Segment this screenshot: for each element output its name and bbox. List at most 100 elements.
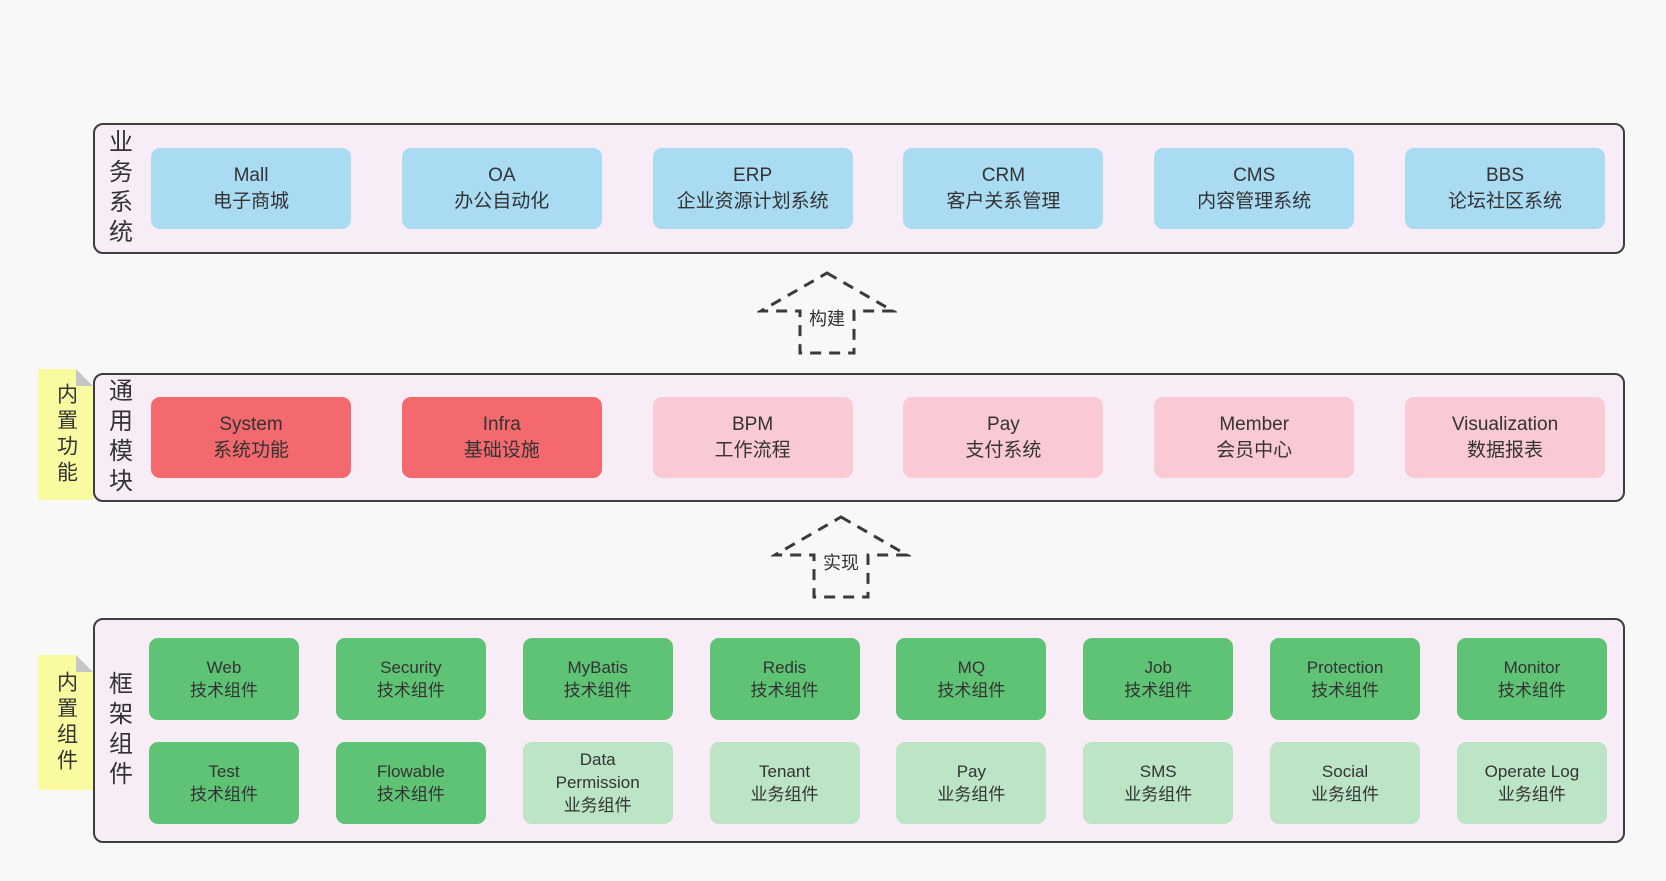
box-subtitle: 办公自动化 — [454, 190, 550, 212]
component-row-1: Web 技术组件 Security 技术组件 MyBatis 技术组件 Redi… — [141, 637, 1623, 720]
box-title: Mall — [233, 164, 269, 186]
box-subtitle: 技术组件 — [1497, 680, 1566, 700]
box-monitor: Monitor 技术组件 — [1456, 637, 1607, 720]
box-subtitle: 企业资源计划系统 — [676, 190, 829, 212]
box-bpm: BPM 工作流程 — [652, 397, 853, 478]
box-subtitle: 会员中心 — [1216, 439, 1293, 461]
box-subtitle: 技术组件 — [1311, 680, 1380, 700]
box-subtitle: 技术组件 — [937, 680, 1006, 700]
box-title: BPM — [732, 413, 774, 435]
box-title: Data Permission — [555, 750, 640, 792]
box-test: Test 技术组件 — [149, 741, 299, 824]
box-subtitle: 客户关系管理 — [946, 190, 1061, 212]
box-sms: SMS 业务组件 — [1083, 741, 1234, 824]
box-title: CMS — [1233, 164, 1276, 186]
arrow-implement: 实现 — [771, 514, 911, 600]
box-tenant: Tenant 业务组件 — [709, 741, 860, 824]
box-title: Infra — [482, 413, 521, 435]
box-title: Social — [1321, 761, 1369, 781]
sticky-note-builtin-features: 内置功能 — [38, 369, 93, 500]
layer-label-gutter: 业务系统 — [95, 125, 141, 252]
box-title: ERP — [733, 164, 773, 186]
arrow-implement-label: 实现 — [820, 548, 862, 576]
box-title: OA — [488, 164, 516, 186]
box-title: Visualization — [1451, 413, 1559, 435]
box-subtitle: 工作流程 — [714, 439, 791, 461]
box-subtitle: 技术组件 — [563, 680, 632, 700]
box-title: Job — [1144, 657, 1172, 677]
box-erp: ERP 企业资源计划系统 — [652, 148, 853, 229]
box-subtitle: 业务组件 — [1497, 784, 1566, 804]
box-title: Redis — [762, 657, 807, 677]
box-subtitle: 业务组件 — [563, 796, 632, 815]
box-subtitle: 技术组件 — [376, 680, 445, 700]
box-cms: CMS 内容管理系统 — [1154, 148, 1355, 229]
module-boxes-row: System 系统功能 Infra 基础设施 BPM 工作流程 Pay 支付系统… — [141, 375, 1623, 500]
business-boxes-row: Mall 电子商城 OA 办公自动化 ERP 企业资源计划系统 CRM 客户关系… — [141, 125, 1623, 252]
box-social: Social 业务组件 — [1270, 741, 1421, 824]
dashed-up-arrow-icon — [757, 271, 897, 355]
box-member: Member 会员中心 — [1154, 397, 1355, 478]
sticky-note-builtin-components: 内置组件 — [38, 655, 93, 790]
box-subtitle: 技术组件 — [190, 784, 258, 804]
box-title: Operate Log — [1484, 761, 1580, 781]
box-mybatis: MyBatis 技术组件 — [522, 637, 673, 720]
sticky-text-builtin-components: 内置组件 — [54, 670, 78, 775]
box-data-permission: Data Permission 业务组件 — [522, 741, 673, 824]
box-subtitle: 业务组件 — [937, 784, 1006, 804]
layer-title-business-systems: 业务系统 — [104, 128, 132, 249]
arrow-build-label: 构建 — [806, 304, 848, 332]
box-flowable: Flowable 技术组件 — [335, 741, 486, 824]
box-subtitle: 业务组件 — [1311, 784, 1380, 804]
box-subtitle: 业务组件 — [750, 784, 819, 804]
folded-corner-icon — [76, 369, 93, 386]
box-mq: MQ 技术组件 — [896, 637, 1047, 720]
box-subtitle: 论坛社区系统 — [1447, 190, 1562, 212]
box-title: Web — [206, 657, 242, 677]
dashed-up-arrow-icon — [771, 515, 911, 599]
box-job: Job 技术组件 — [1083, 637, 1234, 720]
box-redis: Redis 技术组件 — [709, 637, 860, 720]
layer-title-common-modules: 通用模块 — [104, 377, 132, 498]
box-pay-biz: Pay 业务组件 — [896, 741, 1047, 824]
box-subtitle: 支付系统 — [965, 439, 1042, 461]
arrow-build: 构建 — [757, 270, 897, 356]
box-title: BBS — [1485, 164, 1524, 186]
layer-business-systems: 业务系统 Mall 电子商城 OA 办公自动化 ERP 企业资源计划系统 CRM… — [93, 123, 1625, 254]
layer-common-modules: 通用模块 System 系统功能 Infra 基础设施 BPM 工作流程 Pay… — [93, 373, 1625, 502]
box-title: Pay — [956, 761, 987, 781]
sticky-text-builtin-features: 内置功能 — [54, 382, 78, 487]
box-crm: CRM 客户关系管理 — [903, 148, 1104, 229]
component-row-2: Test 技术组件 Flowable 技术组件 Data Permission … — [141, 741, 1623, 824]
box-operate-log: Operate Log 业务组件 — [1456, 741, 1607, 824]
box-title: Member — [1219, 413, 1290, 435]
box-title: CRM — [981, 164, 1026, 186]
box-system: System 系统功能 — [151, 397, 351, 478]
box-subtitle: 电子商城 — [212, 190, 289, 212]
box-visualization: Visualization 数据报表 — [1404, 397, 1605, 478]
folded-corner-icon — [76, 655, 93, 672]
box-subtitle: 技术组件 — [376, 784, 445, 804]
box-title: Tenant — [759, 761, 811, 781]
box-title: SMS — [1139, 761, 1177, 781]
box-security: Security 技术组件 — [335, 637, 486, 720]
box-title: MQ — [957, 657, 986, 677]
box-subtitle: 技术组件 — [750, 680, 819, 700]
box-title: Test — [208, 761, 240, 781]
box-mall: Mall 电子商城 — [151, 148, 351, 229]
box-web: Web 技术组件 — [149, 637, 299, 720]
box-protection: Protection 技术组件 — [1270, 637, 1421, 720]
box-subtitle: 业务组件 — [1124, 784, 1193, 804]
box-title: Security — [380, 657, 442, 677]
box-title: Pay — [987, 413, 1020, 435]
box-subtitle: 内容管理系统 — [1197, 190, 1312, 212]
box-subtitle: 系统功能 — [212, 439, 289, 461]
box-infra: Infra 基础设施 — [401, 397, 602, 478]
box-subtitle: 数据报表 — [1466, 439, 1543, 461]
box-subtitle: 技术组件 — [190, 680, 258, 700]
box-subtitle: 技术组件 — [1124, 680, 1193, 700]
box-title: System — [219, 413, 283, 435]
box-title: Monitor — [1503, 657, 1561, 677]
box-bbs: BBS 论坛社区系统 — [1404, 148, 1605, 229]
box-pay: Pay 支付系统 — [903, 397, 1104, 478]
